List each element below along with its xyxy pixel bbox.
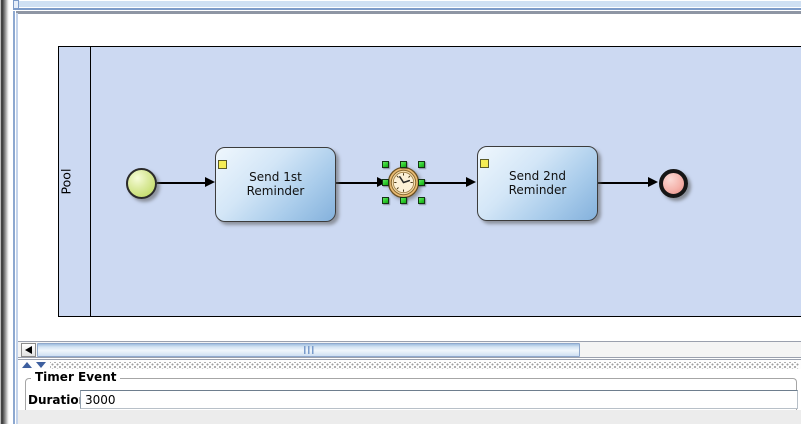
tab-stub[interactable]	[13, 0, 19, 9]
task-label-line2: Reminder	[508, 182, 567, 197]
flow-line	[598, 182, 650, 184]
selection-handle[interactable]	[400, 161, 407, 168]
splitter-texture	[50, 361, 799, 369]
properties-panel: Timer Event Duration	[18, 369, 801, 418]
scrollbar-grip-icon	[304, 346, 314, 354]
selection-handle[interactable]	[382, 161, 389, 168]
canvas-top-border	[16, 11, 801, 14]
task-marker-icon	[218, 160, 227, 169]
panel-bottom-filler	[18, 410, 801, 424]
diagram-canvas[interactable]: Pool Send 1st Reminder	[18, 13, 801, 342]
scroll-left-button[interactable]	[21, 343, 36, 357]
flow-line	[336, 182, 379, 184]
task-label-line2: Reminder	[246, 183, 305, 198]
selection-handle[interactable]	[418, 179, 425, 186]
task-marker-icon	[480, 159, 489, 168]
duration-input[interactable]	[80, 390, 798, 409]
end-event[interactable]	[659, 169, 688, 198]
selection-handle[interactable]	[400, 197, 407, 204]
task-send-2nd-reminder[interactable]: Send 2nd Reminder	[477, 146, 598, 221]
selection-handle[interactable]	[418, 161, 425, 168]
timer-clock-icon	[387, 166, 420, 199]
arrowhead-icon	[648, 177, 658, 187]
timer-event-selected[interactable]	[382, 161, 425, 204]
flow-line	[157, 182, 207, 184]
tab-bar-accent-line	[13, 7, 801, 10]
group-box-title: Timer Event	[31, 370, 121, 384]
task-label-line1: Send 2nd	[509, 169, 566, 183]
start-event[interactable]	[126, 168, 157, 199]
horizontal-scrollbar[interactable]	[18, 341, 801, 358]
splitter-expand-up-icon[interactable]	[22, 362, 32, 368]
task-label-line1: Send 1st	[249, 170, 302, 184]
arrowhead-icon	[466, 177, 476, 187]
task-send-1st-reminder[interactable]: Send 1st Reminder	[215, 147, 336, 222]
canvas-left-border	[13, 11, 15, 424]
selection-handle[interactable]	[382, 179, 389, 186]
flow-line	[424, 182, 468, 184]
splitter-collapse-down-icon[interactable]	[36, 362, 46, 368]
pool-lane-header[interactable]: Pool	[59, 47, 91, 316]
editor-tab-bar	[13, 1, 801, 7]
arrowhead-icon	[205, 177, 215, 187]
selection-handle[interactable]	[418, 197, 425, 204]
canvas-left-border-inner	[16, 13, 18, 424]
panel-splitter[interactable]	[18, 359, 801, 369]
scroll-left-arrow-icon	[25, 346, 32, 354]
collapsed-panel-edge[interactable]	[0, 0, 9, 424]
selection-handle[interactable]	[382, 197, 389, 204]
pool-label: Pool	[58, 168, 74, 194]
duration-label: Duration	[28, 393, 88, 407]
scrollbar-thumb[interactable]	[37, 342, 580, 357]
